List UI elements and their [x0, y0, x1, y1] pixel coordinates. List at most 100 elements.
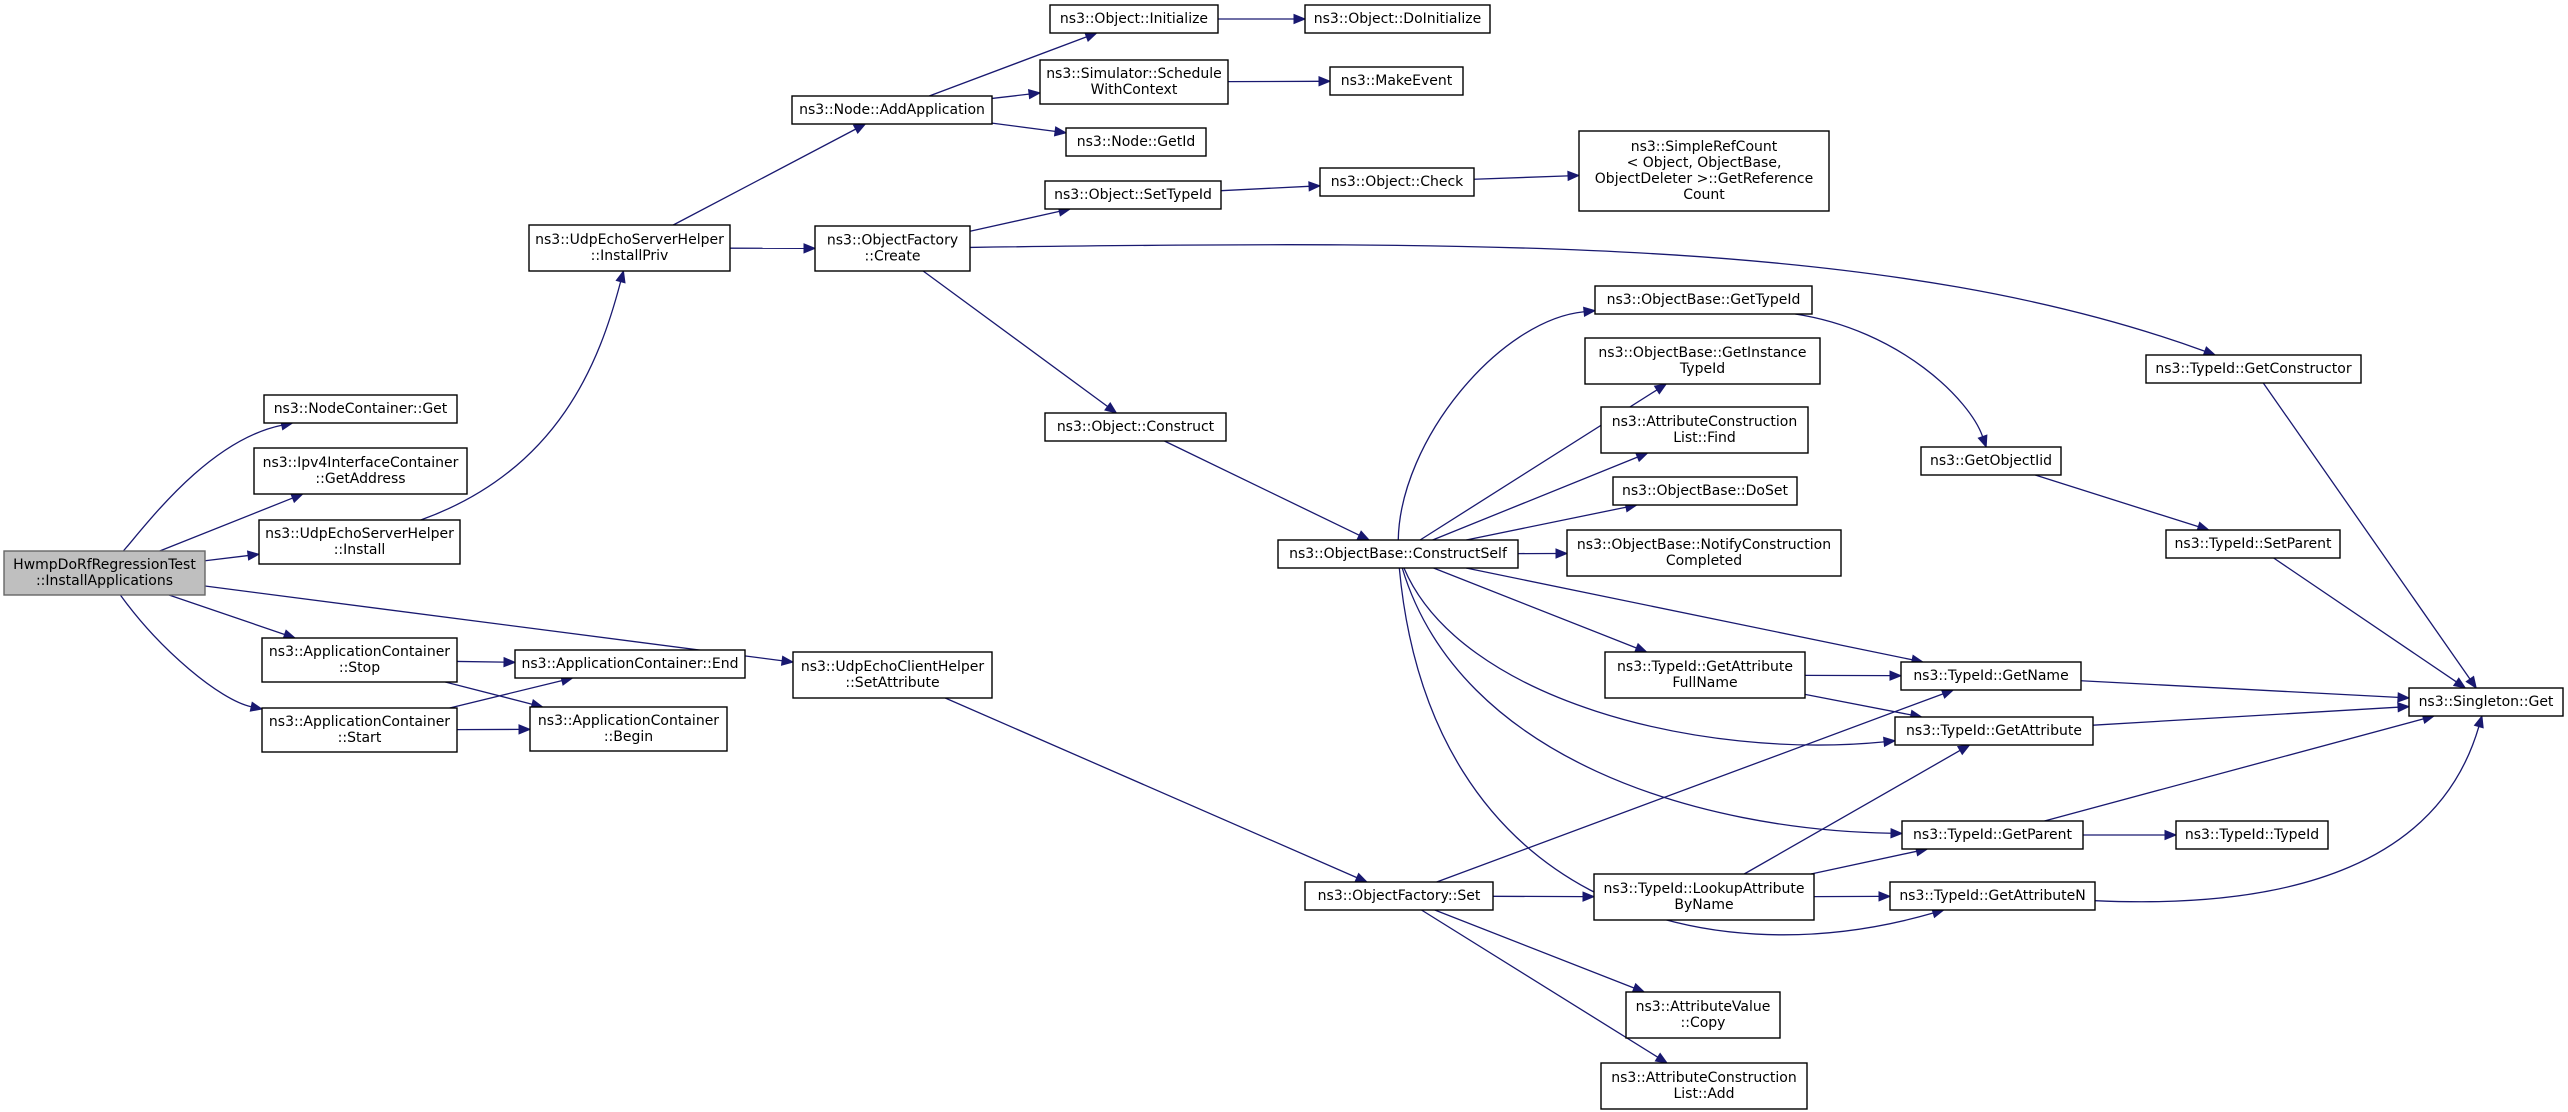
node-box	[261, 707, 458, 753]
function-node-getobjectiid[interactable]: ns3::GetObjectIid	[1920, 446, 2062, 476]
edge-line	[922, 270, 1108, 408]
edge-line	[449, 679, 563, 709]
function-node-ac-stop[interactable]: ns3::ApplicationContainer::Stop	[261, 637, 458, 683]
arrowhead-icon	[246, 550, 261, 561]
node-label: ns3::Node::AddApplication	[799, 102, 985, 118]
node-box	[2408, 687, 2564, 717]
call-edge	[1743, 744, 1971, 875]
node-box	[1900, 661, 2082, 691]
function-node-tid-getattributen[interactable]: ns3::TypeId::GetAttributeN	[1889, 881, 2096, 911]
edge-line	[456, 660, 505, 663]
call-edge	[672, 123, 867, 226]
function-node-node-addapp[interactable]: ns3::Node::AddApplication	[791, 95, 993, 125]
function-node-singleton-get[interactable]: ns3::Singleton::Get	[2408, 687, 2564, 717]
arrowhead-icon	[1631, 982, 1646, 993]
function-node-obj-init[interactable]: ns3::Object::Initialize	[1049, 4, 1219, 34]
function-node-nc-get[interactable]: ns3::NodeContainer::Get	[263, 394, 458, 424]
call-edge	[1227, 76, 1332, 87]
function-node-of-set[interactable]: ns3::ObjectFactory::Set	[1304, 881, 1494, 911]
node-label: ns3::AttributeConstruction	[1611, 1070, 1796, 1086]
arrowhead-icon	[1308, 181, 1322, 192]
call-edge	[991, 122, 1068, 137]
function-node-tid-setparent[interactable]: ns3::TypeId::SetParent	[2165, 529, 2341, 559]
function-node-makeevent[interactable]: ns3::MakeEvent	[1329, 66, 1464, 96]
arrowhead-icon	[1104, 401, 1118, 414]
node-label: ns3::ApplicationContainer::End	[522, 656, 739, 672]
function-node-uesh-install[interactable]: ns3::UdpEchoServerHelper::Install	[258, 519, 461, 565]
edge-line	[168, 594, 285, 636]
edge-line	[1220, 185, 1310, 192]
node-box	[253, 447, 468, 495]
node-label: ns3::ObjectBase::GetTypeId	[1607, 292, 1801, 308]
call-edge	[922, 270, 1118, 414]
node-label: ns3::Node::GetId	[1077, 134, 1195, 150]
node-box	[1044, 412, 1227, 442]
node-box	[3, 550, 206, 596]
node-label: ns3::ObjectBase::NotifyConstruction	[1577, 537, 1831, 553]
node-box	[2165, 529, 2341, 559]
function-node-ipv4-getaddr[interactable]: ns3::Ipv4InterfaceContainer::GetAddress	[253, 447, 468, 495]
function-node-simplerefcount[interactable]: ns3::SimpleRefCount< Object, ObjectBase,…	[1578, 130, 1830, 212]
call-edge	[456, 656, 517, 668]
call-edge	[944, 697, 1369, 883]
node-label: ObjectDeleter >::GetReference	[1595, 171, 1813, 187]
function-node-root[interactable]: HwmpDoRfRegressionTest::InstallApplicati…	[3, 550, 206, 596]
node-label: ns3::Object::DoInitialize	[1314, 11, 1481, 27]
edge-line	[1743, 749, 1961, 875]
function-node-ob-notify[interactable]: ns3::ObjectBase::NotifyConstructionCompl…	[1566, 529, 1842, 577]
node-label: ns3::TypeId::GetParent	[1913, 827, 2072, 843]
function-node-uech-setattr[interactable]: ns3::UdpEchoClientHelper::SetAttribute	[792, 651, 993, 699]
arrowhead-icon	[852, 123, 867, 134]
node-box	[1319, 167, 1475, 197]
function-node-obj-check[interactable]: ns3::Object::Check	[1319, 167, 1475, 197]
function-node-tid-getconstructor[interactable]: ns3::TypeId::GetConstructor	[2145, 354, 2362, 384]
node-label: ns3::TypeId::GetAttributeN	[1899, 888, 2085, 904]
call-edge	[729, 243, 817, 254]
node-label: Completed	[1666, 553, 1742, 569]
edge-line	[969, 244, 2206, 352]
function-node-ob-constructself[interactable]: ns3::ObjectBase::ConstructSelf	[1277, 539, 1519, 569]
edge-line	[122, 424, 282, 552]
edge-line	[672, 128, 856, 226]
function-node-ac-begin[interactable]: ns3::ApplicationContainer::Begin	[529, 706, 728, 752]
edge-line	[445, 681, 533, 705]
function-node-node-getid[interactable]: ns3::Node::GetId	[1065, 127, 1207, 157]
node-label: ns3::UdpEchoServerHelper	[535, 232, 724, 248]
call-edge	[1473, 170, 1581, 182]
function-node-tid-getattribute[interactable]: ns3::TypeId::GetAttribute	[1894, 716, 2094, 746]
function-node-uesh-installpriv[interactable]: ns3::UdpEchoServerHelper::InstallPriv	[528, 224, 731, 272]
arrowhead-icon	[1956, 744, 1971, 756]
node-label: List::Find	[1673, 430, 1736, 446]
function-node-ac-start[interactable]: ns3::ApplicationContainer::Start	[261, 707, 458, 753]
arrowhead-icon	[780, 655, 795, 666]
function-node-obj-construct[interactable]: ns3::Object::Construct	[1044, 412, 1227, 442]
node-label: ::InstallApplications	[36, 573, 173, 589]
function-node-of-create[interactable]: ns3::ObjectFactory::Create	[814, 225, 971, 272]
node-label: ns3::Object::Initialize	[1060, 11, 1208, 27]
call-edge	[1804, 670, 1903, 681]
function-node-tid-typeid[interactable]: ns3::TypeId::TypeId	[2175, 820, 2329, 850]
arrowhead-icon	[1634, 642, 1648, 653]
function-node-ob-doset[interactable]: ns3::ObjectBase::DoSet	[1612, 476, 1798, 506]
edge-line	[1164, 440, 1360, 536]
function-node-obj-doinit[interactable]: ns3::Object::DoInitialize	[1304, 4, 1491, 34]
function-node-obj-settypeid[interactable]: ns3::Object::SetTypeId	[1044, 180, 1222, 210]
function-node-tid-getparent[interactable]: ns3::TypeId::GetParent	[1901, 820, 2084, 850]
function-node-av-copy[interactable]: ns3::AttributeValue::Copy	[1625, 991, 1781, 1039]
node-label: ns3::ApplicationContainer	[269, 644, 450, 660]
arrowhead-icon	[2465, 675, 2477, 690]
arrowhead-icon	[2397, 701, 2411, 713]
arrowhead-icon	[290, 493, 305, 504]
node-label: ns3::TypeId::LookupAttribute	[1603, 881, 1804, 897]
function-node-ob-gettypeid[interactable]: ns3::ObjectBase::GetTypeId	[1594, 285, 1813, 315]
function-node-ac-end[interactable]: ns3::ApplicationContainer::End	[514, 649, 746, 679]
call-edge	[2034, 474, 2211, 532]
function-node-tid-getname[interactable]: ns3::TypeId::GetName	[1900, 661, 2082, 691]
